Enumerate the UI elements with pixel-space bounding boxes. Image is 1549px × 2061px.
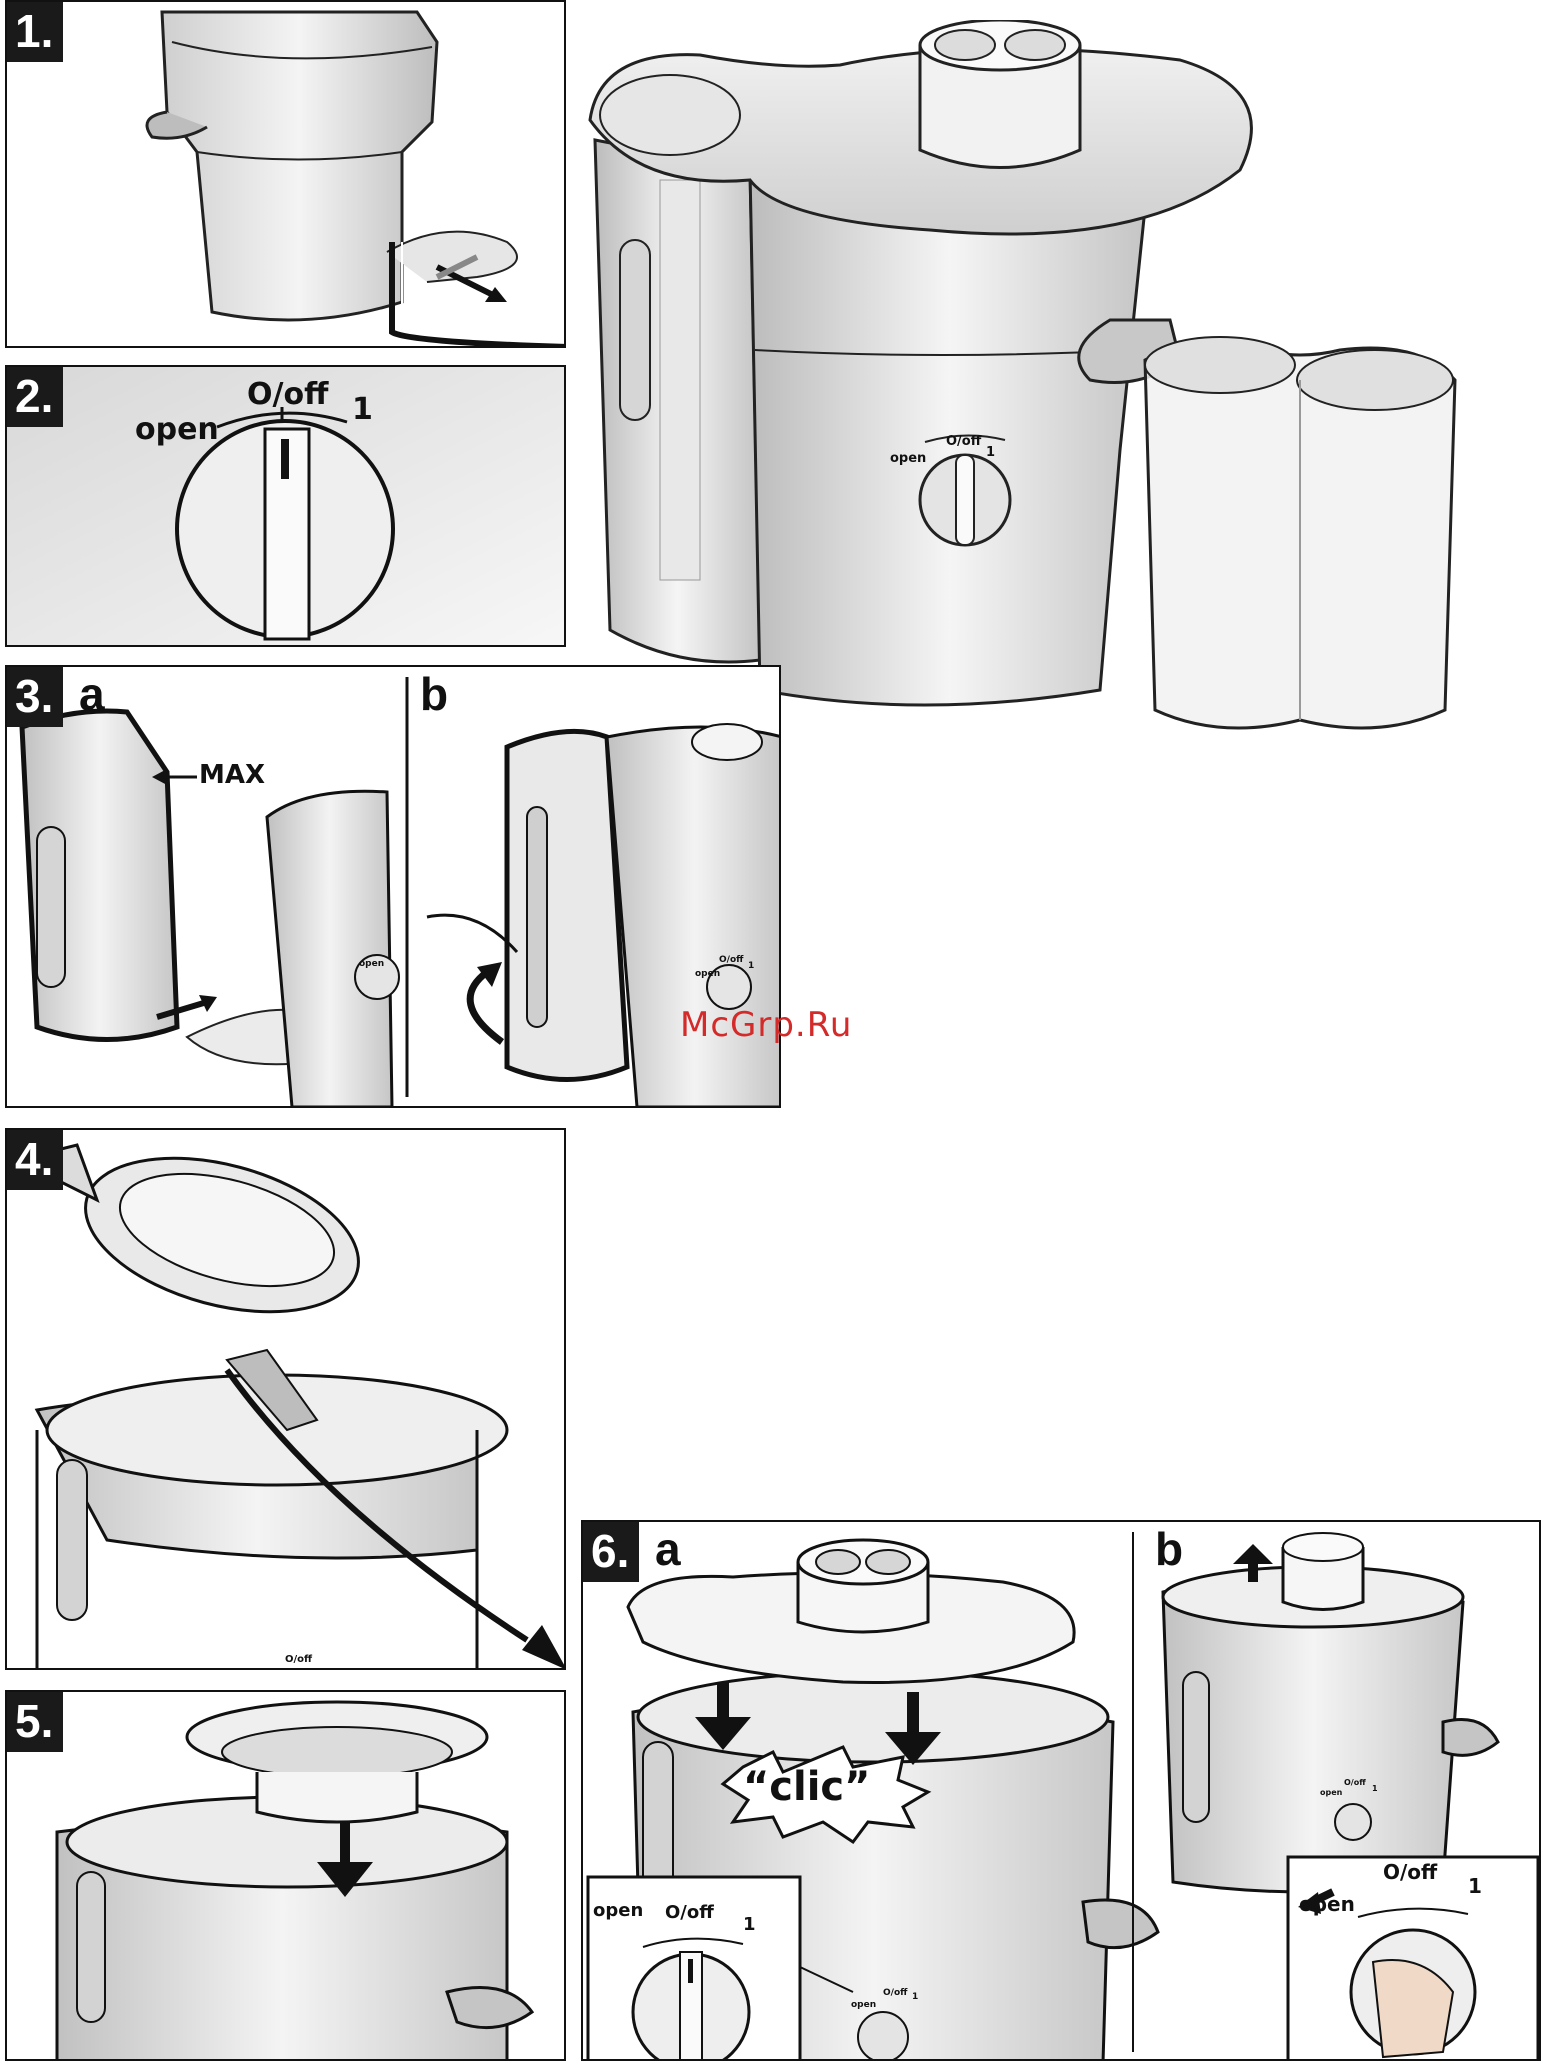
step-3b-dial-label-open: open [695,969,720,979]
step-3a-label: a [79,667,105,721]
dial-label-on: 1 [352,392,373,427]
clic-label: “clic” [743,1764,870,1810]
step-6-illustration [583,1522,1541,2061]
step-6a-dial-label-off: O/off [883,1988,907,1998]
step-1-illustration [7,2,566,348]
step-3-panel: 3. a b MAX open open O/off 1 [5,665,781,1108]
step-3b-dial-label-on: 1 [748,961,754,971]
step-3b-label: b [420,667,448,721]
step-2-badge: 2. [7,367,63,427]
step-2-panel: open O/off 1 2. [5,365,566,647]
watermark: McGrp.Ru [680,1005,852,1045]
step-5-panel: 5. [5,1690,566,2061]
step-6a-dial-label-on: 1 [912,1992,918,2002]
step-1-badge: 1. [7,2,63,62]
step-6a-dial-label-open: open [851,2000,876,2010]
step-1-panel: 1. [5,0,566,348]
step-3b-dial-label-off: O/off [719,955,743,965]
step-4-panel: 4. O/off [5,1128,566,1670]
step-6-badge: 6. [583,1522,639,1582]
step-3-badge: 3. [7,667,63,727]
step-6b-inset-label-off: O/off [1383,1860,1437,1884]
step-5-badge: 5. [7,1692,63,1752]
step-5-illustration [7,1692,566,2061]
step-6-panel: 6. a b “clic” open O/off 1 open O/off 1 … [581,1520,1541,2061]
step-6b-dial-label-off: O/off [1344,1778,1366,1787]
dial-label-open: open [135,412,219,447]
step-4-illustration [7,1130,566,1670]
step-6b-inset-label-open: open [1299,1892,1355,1916]
step-6a-inset-label-off: O/off [665,1902,714,1923]
step-6a-inset-label-on: 1 [743,1914,756,1935]
step-6b-label: b [1155,1522,1183,1576]
step-3a-dial-label-open: open [359,959,384,969]
step-4-dial-label-off: O/off [285,1654,312,1665]
step-4-badge: 4. [7,1130,63,1190]
hero-dial-label-off: O/off [946,434,981,449]
max-label: MAX [199,760,265,790]
hero-dial-label-on: 1 [986,445,995,460]
step-6b-dial-label-open: open [1320,1788,1342,1797]
step-6a-label: a [655,1522,681,1576]
step-6b-dial-label-on: 1 [1372,1784,1378,1793]
hero-dial-label-open: open [890,451,926,466]
step-6b-inset-label-on: 1 [1468,1874,1482,1898]
step-6a-inset-label-open: open [593,1900,643,1921]
step-3-illustration [7,667,781,1108]
dial-label-off: O/off [247,377,328,412]
